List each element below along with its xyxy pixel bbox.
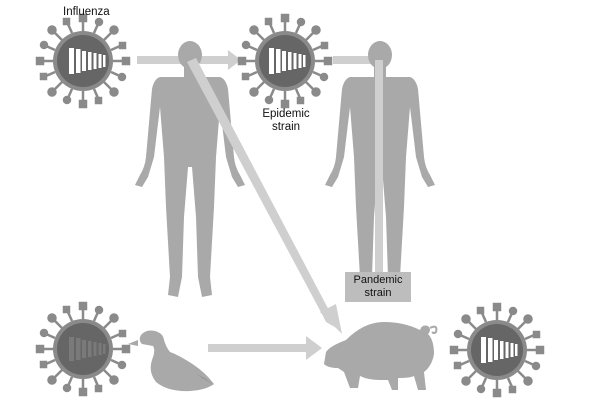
arrow-human2-to-pandemic: [375, 60, 383, 272]
human-figure-icon: [135, 41, 245, 297]
influenza-virus-icon: [35, 13, 131, 109]
pig-icon: [324, 322, 438, 390]
pandemic-strain-box: Pandemic strain: [345, 272, 411, 302]
epidemic-label-line1: Epidemic: [262, 108, 310, 120]
arrow-human-to-pig: [187, 58, 340, 330]
arrow-duck-to-pig: [208, 344, 308, 352]
epidemic-label-line2: strain: [271, 121, 301, 133]
avian-virus-icon: [35, 301, 131, 397]
pandemic-label-line2: strain: [364, 287, 392, 299]
pandemic-virus-icon: [449, 302, 545, 398]
pandemic-label-line1: Pandemic: [353, 274, 403, 286]
epidemic-strain-label: Epidemic strain: [258, 108, 314, 134]
influenza-label: Influenza: [63, 6, 110, 18]
arrow-epidemic-to-human2: [333, 56, 373, 64]
epidemic-virus-icon: [237, 13, 333, 109]
arrow-influenza-to-human: [137, 56, 187, 64]
arrow-human-to-epidemic: [200, 56, 228, 64]
duck-icon: [128, 330, 214, 392]
